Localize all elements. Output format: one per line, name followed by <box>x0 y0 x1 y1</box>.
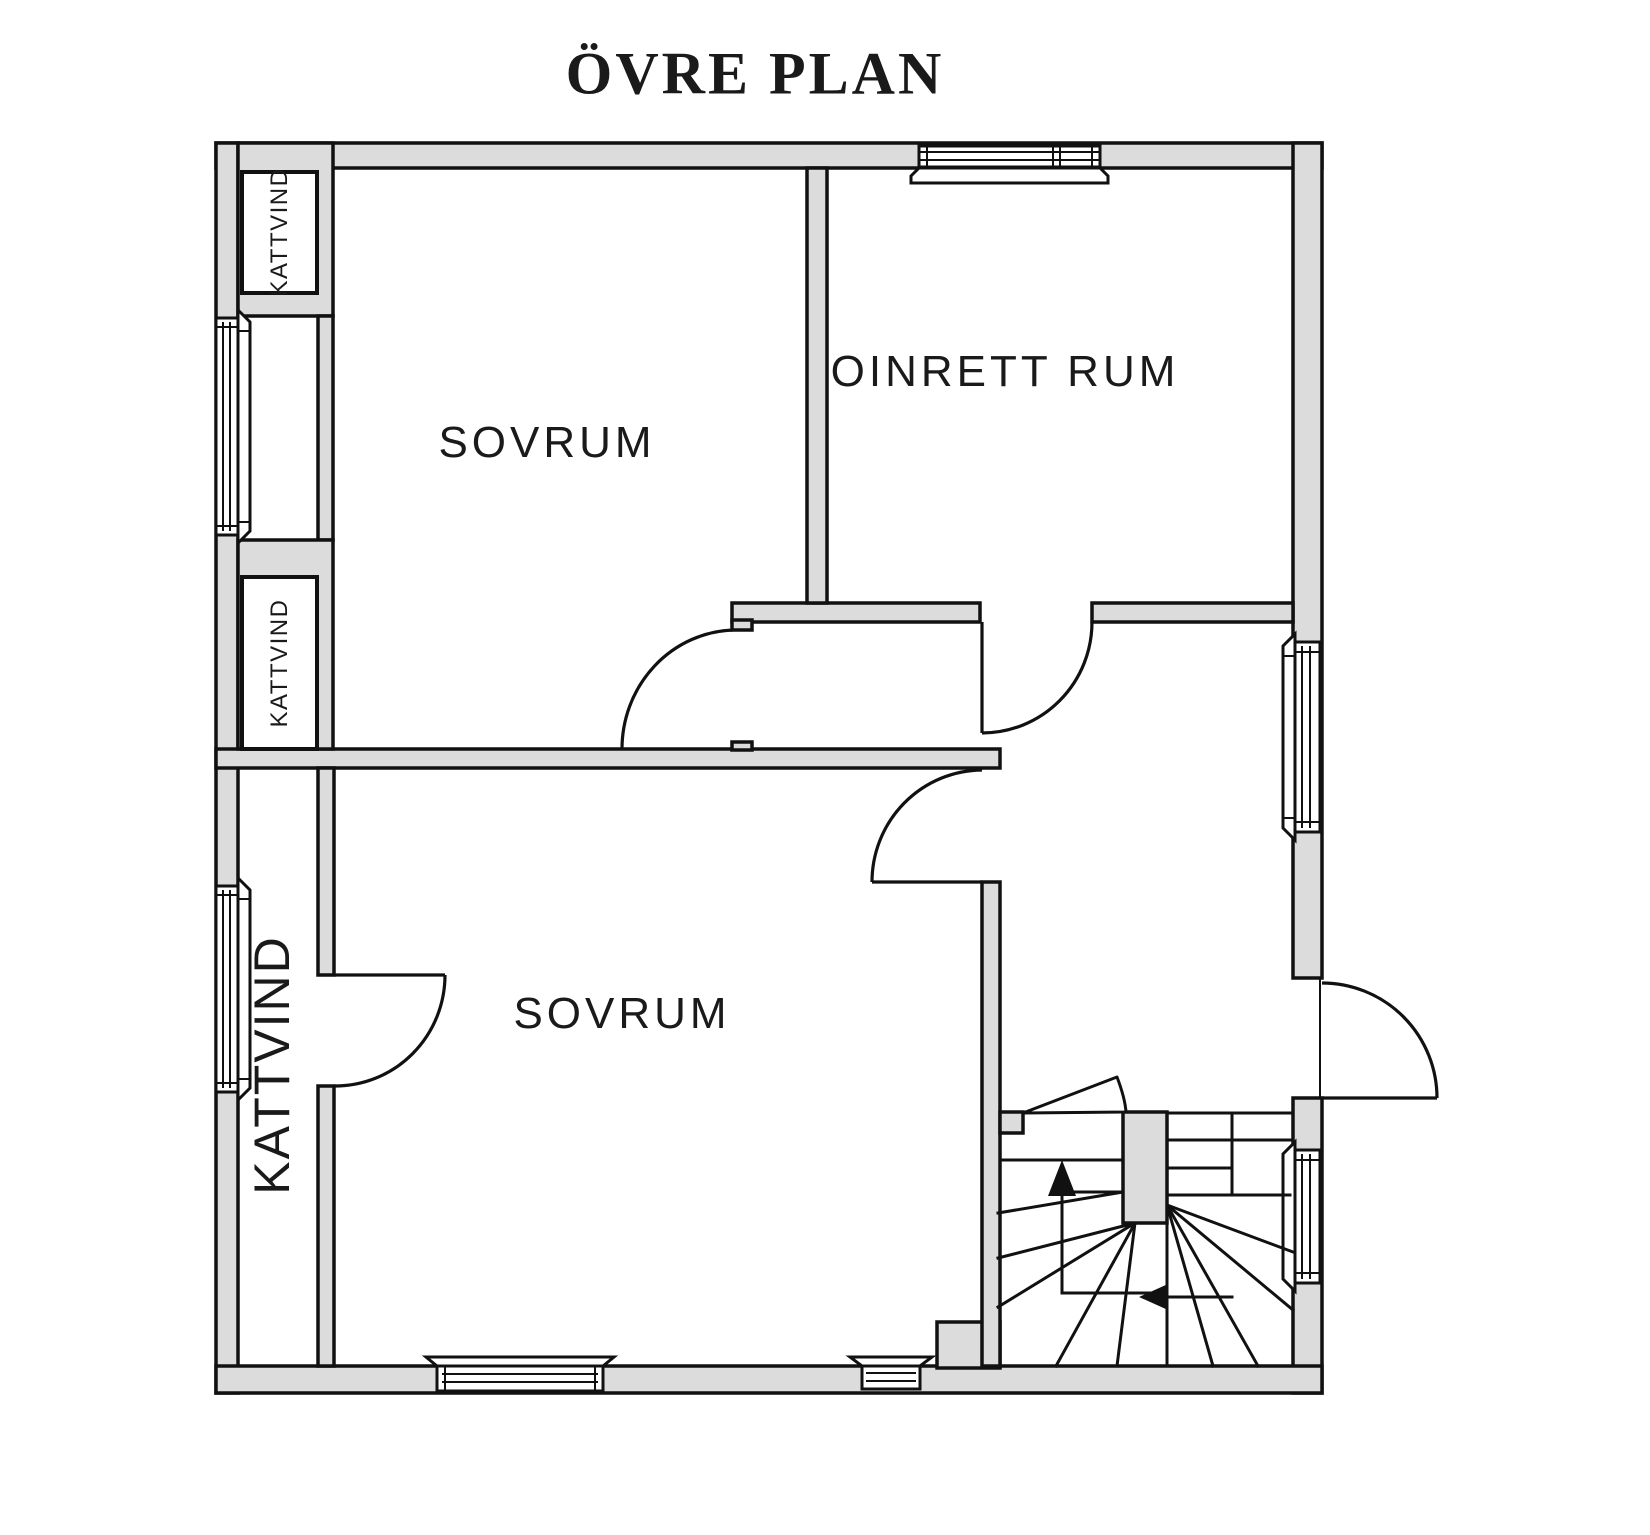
window-right-upper <box>1281 630 1322 844</box>
door-arc-exterior <box>1321 981 1439 1099</box>
wall-top <box>214 141 1324 170</box>
room-label-sovrum-top: SOVRUM <box>438 418 656 467</box>
niche-east-wall <box>316 314 335 542</box>
windows <box>214 144 1322 1393</box>
stair-door-leaf <box>1021 1075 1128 1115</box>
window-right-lower <box>1281 1138 1322 1295</box>
wall-oinrett-west <box>805 166 829 605</box>
doors <box>333 621 1439 1100</box>
closet-boxes <box>240 170 319 751</box>
window-bottom-large <box>421 1355 619 1393</box>
window-bottom-small <box>845 1355 937 1391</box>
room-label-kattvind-large: KATTVIND <box>244 935 300 1195</box>
kattvind-top-box <box>240 170 319 295</box>
kattvind-east-wall-upper <box>316 766 336 977</box>
room-label-sovrum-bottom: SOVRUM <box>513 989 731 1038</box>
staircase <box>995 1075 1296 1369</box>
wall-right-upper <box>1291 141 1324 980</box>
window-top <box>909 144 1110 185</box>
wall-a-left <box>730 601 982 624</box>
wall-b-horizontal <box>214 747 1002 770</box>
up-arrow-icon <box>1048 1160 1076 1295</box>
room-label-oinrett-rum: OINRETT RUM <box>830 347 1180 396</box>
window-left-lower <box>214 874 252 1104</box>
stair-door-jamb <box>998 1110 1025 1135</box>
wall-a-right <box>1090 601 1295 624</box>
door-arc-oinrett <box>981 621 1094 735</box>
door-arc-sovrum-top <box>620 628 734 750</box>
wall-stair-west <box>980 880 1002 1368</box>
wall-b-jamb <box>730 740 754 752</box>
kattvind-east-wall-lower <box>316 1084 336 1368</box>
entry-arrow-icon <box>1139 1284 1234 1310</box>
window-left-upper <box>214 306 252 547</box>
page-title: ÖVRE PLAN <box>565 40 945 107</box>
wall-a-left-jamb <box>730 618 754 632</box>
room-label-kattvind-top: KATTVIND <box>266 167 293 297</box>
wall-bottom <box>214 1364 1324 1395</box>
door-arc-sovrum-bottom <box>870 768 983 883</box>
stair-newel-block <box>1121 1110 1169 1225</box>
kattvind-middle-box <box>240 575 319 751</box>
door-arc-kattvind <box>333 974 447 1088</box>
room-label-kattvind-middle: KATTVIND <box>266 598 293 728</box>
